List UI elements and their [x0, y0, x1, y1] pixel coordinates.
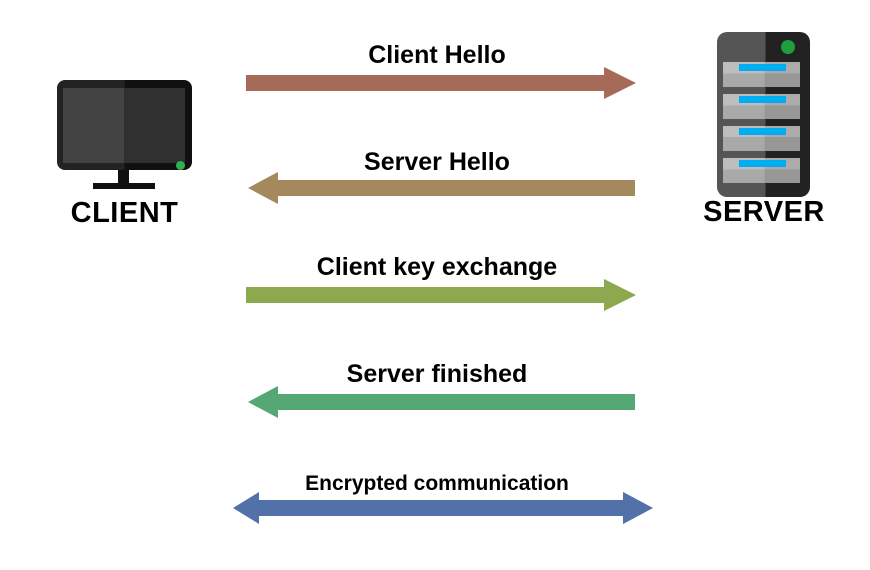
message-label-client-key-exchange: Client key exchange [316, 253, 558, 281]
arrow-head-right-icon [604, 67, 636, 99]
arrow-server-finished [248, 386, 635, 418]
arrow-shaft [259, 500, 623, 516]
arrow-head-right-icon [604, 279, 636, 311]
server-drive-bay [723, 94, 800, 119]
arrow-encrypted-communication [233, 492, 653, 524]
arrow-server-hello [248, 172, 635, 204]
message-label-server-hello: Server Hello [364, 148, 510, 176]
arrow-shaft [246, 287, 604, 303]
arrow-head-left-icon [248, 386, 278, 418]
server-body [717, 32, 810, 197]
arrow-shaft [278, 394, 635, 410]
arrow-client-hello [246, 67, 636, 99]
monitor-stand-neck [118, 170, 129, 184]
message-label-client-hello: Client Hello [368, 41, 506, 69]
monitor-stand-base [93, 183, 155, 189]
server-power-led-icon [781, 40, 795, 54]
server-label: SERVER [703, 196, 825, 228]
message-label-encrypted-communication: Encrypted communication [305, 472, 569, 495]
server-drive-bay [723, 126, 800, 151]
drive-activity-stripe [739, 96, 786, 103]
arrow-shaft [246, 75, 604, 91]
server-drive-bay [723, 158, 800, 183]
arrow-head-left-icon [248, 172, 278, 204]
message-label-server-finished: Server finished [346, 360, 528, 388]
monitor-bezel [57, 80, 192, 170]
arrow-head-right-icon [623, 492, 653, 524]
server-icon [717, 32, 810, 197]
arrow-client-key-exchange [246, 279, 636, 311]
client-label: CLIENT [70, 197, 179, 229]
arrow-head-left-icon [233, 492, 259, 524]
drive-activity-stripe [739, 64, 786, 71]
arrow-shaft [278, 180, 635, 196]
server-drive-bay [723, 62, 800, 87]
drive-activity-stripe [739, 128, 786, 135]
client-computer-icon [57, 80, 192, 190]
monitor-screen [63, 88, 185, 163]
drive-activity-stripe [739, 160, 786, 167]
power-led-icon [176, 161, 185, 170]
